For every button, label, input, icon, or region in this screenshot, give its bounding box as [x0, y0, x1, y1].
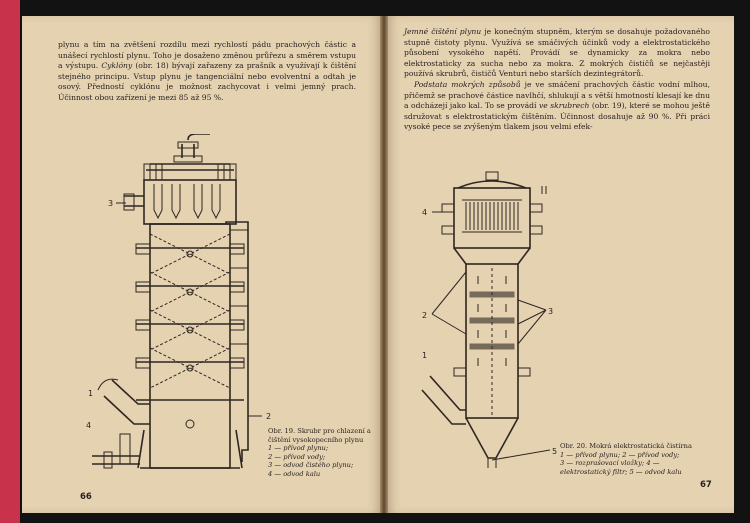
- page-number-left: 66: [80, 492, 92, 502]
- book-edge: [0, 0, 20, 523]
- figure-20-label-1: 1: [422, 351, 427, 360]
- right-paragraph-1: je konečným stupněm, kterým se dosahuje …: [404, 27, 710, 79]
- figure-20-caption-item: 3 — rozprašovací vložky; 4 —: [560, 459, 660, 468]
- wet-methods-term: Podstata mokrých způsobů: [414, 79, 521, 89]
- figure-19-caption: Obr. 19. Skrubr pro chlazení a čištění v…: [268, 427, 373, 479]
- left-paragraph-1: plynu a tím na zvětšení rozdílu mezi ryc…: [58, 40, 356, 71]
- figure-20-caption-item: elektrostatický filtr; 5 — odvod kalu: [560, 467, 682, 476]
- right-body-text: Jemné čištění plynu je konečným stupněm,…: [404, 27, 710, 133]
- figure-19-label-4: 4: [86, 421, 91, 430]
- figure-19-caption-item: 4 — odvod kalu: [268, 469, 321, 478]
- figure-20-caption: Obr. 20. Mokrá elektrostatická čistírna …: [560, 442, 715, 476]
- book-gutter: [380, 16, 388, 513]
- right-paragraph-3: (obr. 19), které se mohou ještě sdružova…: [404, 101, 710, 132]
- figure-19-label-1: 1: [88, 389, 93, 398]
- scrubber-term: ve skrubrech: [538, 101, 590, 111]
- figure-20-label-2: 2: [422, 311, 427, 320]
- right-paragraph-2: je ve smáčení prachových částic vodní ml…: [404, 79, 710, 111]
- left-paragraph-2: (obr. 18) bývají zařazeny za prašník a v…: [58, 61, 356, 102]
- figure-20-label-4: 4: [422, 208, 427, 217]
- figure-19-caption-item: 2 — přívod vody;: [268, 452, 326, 461]
- right-page: [386, 16, 734, 513]
- figure-19-label-2: 2: [266, 412, 271, 421]
- figure-20-caption-item: 1 — přívod plynu; 2 — přívod vody;: [560, 450, 680, 459]
- left-page: [22, 16, 382, 513]
- cyclone-term: Cyklóny: [101, 61, 133, 71]
- figure-19-caption-item: 3 — odvod čistého plynu;: [268, 461, 354, 470]
- page-number-right: 67: [700, 480, 712, 490]
- figure-19-caption-title: Obr. 19. Skrubr pro chlazení a čištění v…: [268, 427, 371, 444]
- figure-19-label-3: 3: [108, 199, 113, 208]
- figure-20-caption-title: Obr. 20. Mokrá elektrostatická čistírna: [560, 442, 692, 450]
- figure-19-scrubber-drawing: 3 1 2 4: [86, 134, 271, 469]
- fine-cleaning-term: Jemné čištění plynu: [404, 27, 482, 36]
- figure-20-label-5: 5: [552, 447, 557, 456]
- figure-20-label-3: 3: [548, 307, 553, 316]
- figure-19-caption-item: 1 — přívod plynu;: [268, 444, 329, 453]
- figure-20-precipitator-drawing: 4 2 3 1 5: [421, 171, 557, 468]
- left-body-text: plynu a tím na zvětšení rozdílu mezi ryc…: [58, 40, 356, 104]
